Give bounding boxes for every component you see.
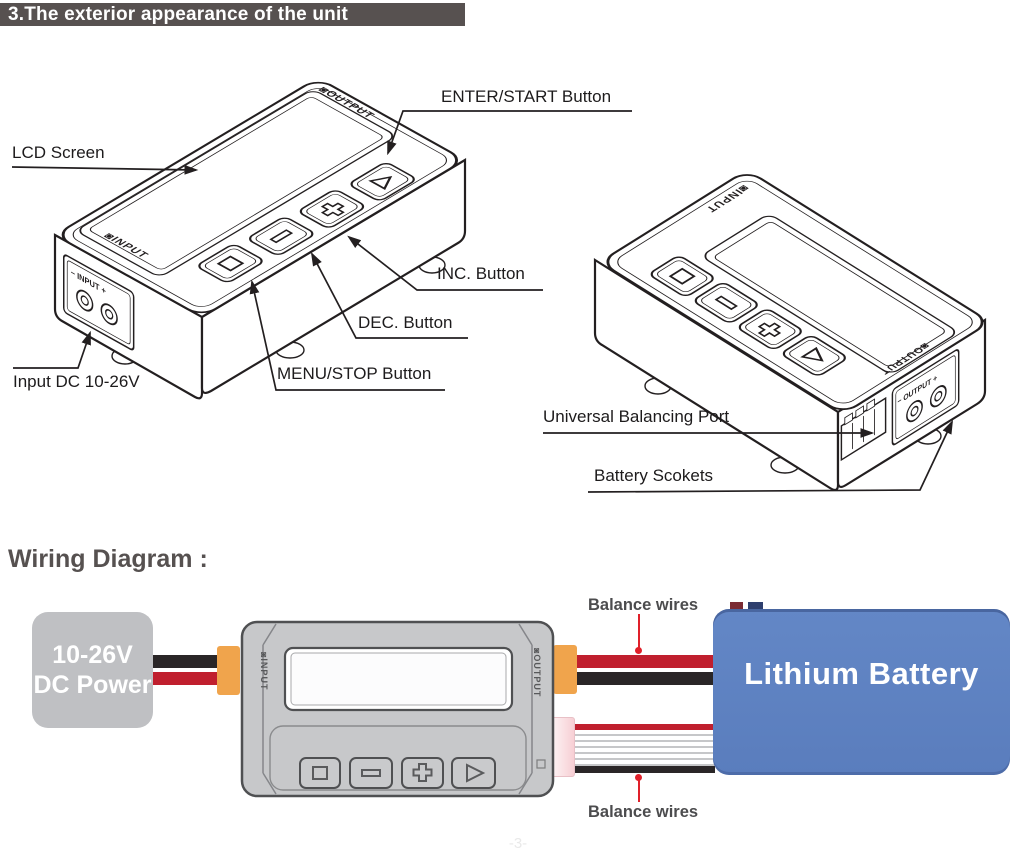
page-number: -3- (508, 835, 528, 852)
leader-lcd-screen (11, 164, 199, 175)
battery-sockets: − OUTPUT + (891, 349, 960, 446)
device-front-face (200, 158, 467, 395)
inc-button (401, 757, 444, 789)
dc-power-line2: DC Power (33, 671, 152, 699)
output-connector (553, 645, 577, 694)
input-connector (217, 646, 240, 695)
bezel-accent-lines (262, 623, 533, 795)
balance-leader-top (638, 614, 640, 650)
lithium-battery-label: Lithium Battery (744, 656, 979, 691)
leader-enter-start (387, 110, 632, 156)
section-header-bar: 3.The exterior appearance of the unit (0, 3, 465, 26)
label-battery-sockets: Battery Scokets (594, 466, 714, 485)
triangle-icon (368, 176, 393, 191)
lcd-screen (79, 91, 394, 276)
balance-leader-bottom (638, 780, 640, 802)
dec-button (349, 757, 393, 789)
leader-input-dc (13, 330, 91, 369)
menu-stop-button (198, 244, 263, 283)
balance-port-connector (551, 717, 575, 777)
plus-icon (320, 202, 345, 217)
dc-power-box: 10-26V DC Power (32, 612, 153, 728)
label-balance-wires-top: Balance wires (588, 596, 699, 614)
inc-button (738, 309, 802, 350)
balance-leader-bottom-dot (635, 774, 642, 781)
battery-tab-negative (748, 602, 763, 612)
menu-stop-button (650, 256, 714, 297)
section-title: 3.The exterior appearance of the unit (8, 3, 348, 25)
label-input-dc: Input DC 10-26V (13, 372, 140, 391)
output-wire-red (577, 655, 715, 668)
minus-icon (269, 229, 294, 244)
output-wire-black (577, 672, 715, 685)
device-front-left-view: ◙INPUT ◙OUTPUT − INPUT + (53, 81, 467, 400)
label-menu-stop-button: MENU/STOP Button (277, 364, 432, 383)
balance-wire-ribbon (573, 724, 715, 773)
input-marking: ◙INPUT (259, 652, 269, 690)
dec-button (249, 217, 314, 255)
inc-button (299, 190, 365, 228)
minus-icon (361, 769, 381, 777)
dc-input-panel: − INPUT + (62, 254, 135, 351)
triangle-icon (800, 346, 824, 362)
enter-start-button (451, 757, 496, 789)
plus-icon (757, 322, 782, 338)
exterior-appearance-diagram: ◙INPUT ◙OUTPUT − INPUT + (11, 81, 987, 493)
lithium-battery-box: Lithium Battery (713, 609, 1010, 775)
detail-mark (536, 759, 546, 769)
label-dec-button: DEC. Button (358, 313, 453, 332)
minus-icon (714, 295, 738, 311)
dec-button (694, 283, 758, 323)
plus-icon (412, 763, 433, 782)
triangle-icon (466, 763, 486, 783)
stop-square-icon (216, 255, 245, 272)
label-enter-start-button: ENTER/START Button (441, 87, 612, 106)
rear-connector-panel: − OUTPUT + (840, 349, 960, 462)
callout-leader-lines (11, 110, 953, 493)
wiring-diagram-heading: Wiring Diagram : (8, 545, 208, 573)
menu-stop-button (299, 757, 341, 789)
label-inc-button: INC. Button (437, 264, 525, 283)
label-lcd-screen: LCD Screen (12, 143, 105, 162)
leader-battery-sockets (587, 419, 953, 493)
leader-dec (310, 251, 468, 339)
stop-square-icon (668, 267, 696, 285)
charger-front-view: ◙INPUT ◙OUTPUT (240, 620, 555, 798)
input-wire-red (153, 672, 219, 685)
label-universal-balancing-port: Universal Balancing Port (543, 407, 730, 426)
enter-start-button (782, 336, 846, 376)
output-marking: ◙OUTPUT (532, 648, 542, 697)
device-top-face: ◙INPUT ◙OUTPUT (61, 81, 459, 314)
input-wire-black (153, 655, 219, 668)
device-top-face: ◙INPUT ◙OUTPUT (606, 174, 984, 411)
lcd-screen (704, 215, 956, 373)
label-balance-wires-bottom: Balance wires (588, 803, 699, 821)
button-panel (269, 725, 527, 791)
battery-tab-positive (730, 602, 743, 612)
device-rear-right-view: ◙INPUT ◙OUTPUT − OUTPUT + (593, 174, 987, 492)
leader-inc (347, 235, 543, 291)
dc-power-line1: 10-26V (52, 640, 133, 669)
stop-square-icon (312, 766, 328, 780)
balance-leader-top-dot (635, 647, 642, 654)
enter-start-button (350, 163, 415, 201)
leader-menu-stop (249, 279, 445, 391)
